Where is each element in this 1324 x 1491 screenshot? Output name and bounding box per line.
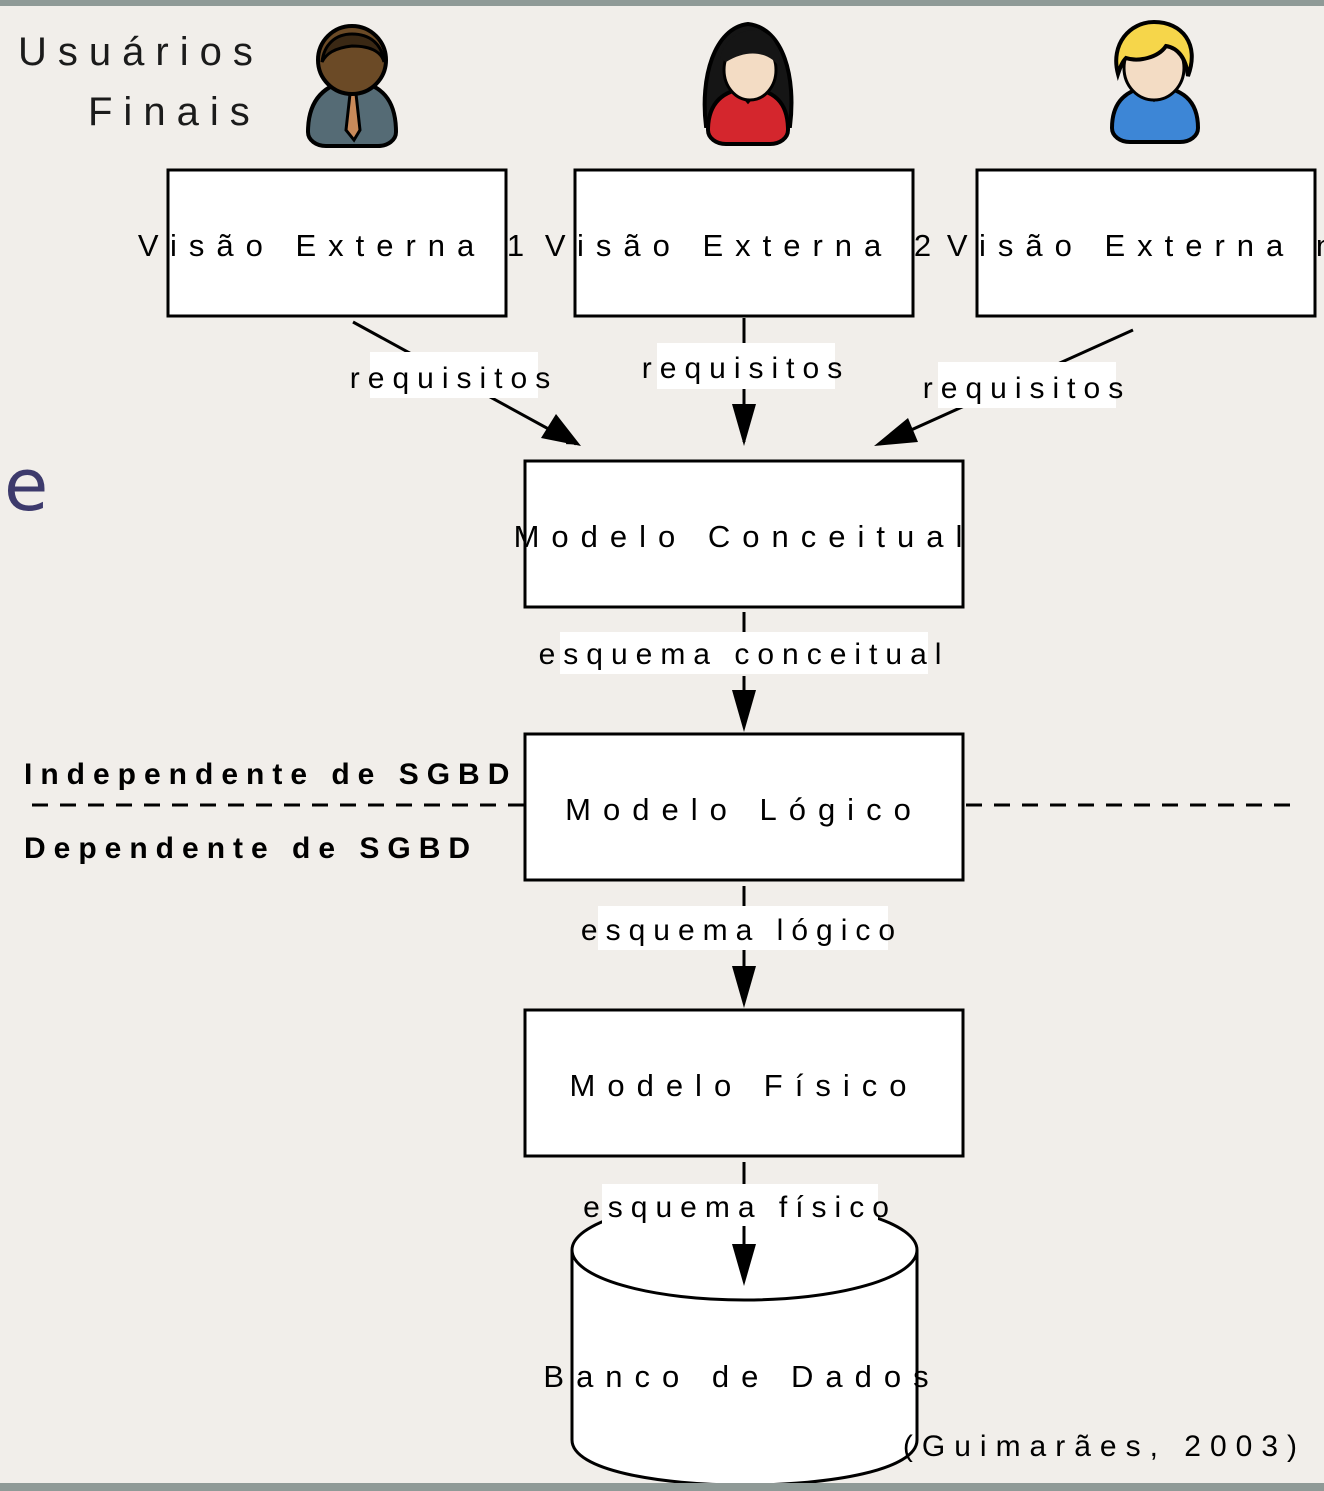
user-woman-icon xyxy=(702,21,794,146)
dependent-dbms-label: Dependente de SGBD xyxy=(24,832,478,865)
logical-model-label: Modelo Lógico xyxy=(565,792,923,827)
requisitos-label-n: requisitos xyxy=(923,372,1131,405)
citation: (Guimarães, 2003) xyxy=(903,1430,1306,1463)
conceptual-model-label: Modelo Conceitual xyxy=(514,519,975,554)
conceptual-schema-label: esquema conceitual xyxy=(539,638,950,671)
user-blond-icon xyxy=(1109,19,1201,144)
requisitos-label-2: requisitos xyxy=(642,352,850,385)
physical-schema-label: esquema físico xyxy=(583,1191,897,1224)
requisitos-label-1: requisitos xyxy=(350,362,558,395)
external-view-2-box xyxy=(573,168,915,318)
conceptual-model-box xyxy=(523,459,965,609)
stray-letter: e xyxy=(4,443,48,527)
users-label-line1: Usuários xyxy=(18,30,264,74)
users-label-line2: Finais xyxy=(88,90,261,134)
user-man-icon xyxy=(305,24,399,148)
physical-model-box xyxy=(523,1008,965,1158)
logical-model-box xyxy=(523,732,965,882)
database-label: Banco de Dados xyxy=(543,1359,940,1394)
external-view-1-label: Visão Externa 1 xyxy=(138,228,536,263)
external-view-n-label: Visão Externa n xyxy=(947,228,1324,263)
bottom-border xyxy=(0,1483,1324,1491)
external-view-n-box xyxy=(975,168,1317,318)
physical-model-label: Modelo Físico xyxy=(570,1068,919,1103)
external-view-1-box xyxy=(166,168,508,318)
logical-schema-label: esquema lógico xyxy=(581,914,903,947)
independent-dbms-label: Independente de SGBD xyxy=(24,758,517,791)
external-view-2-label: Visão Externa 2 xyxy=(545,228,943,263)
top-border xyxy=(0,0,1324,6)
